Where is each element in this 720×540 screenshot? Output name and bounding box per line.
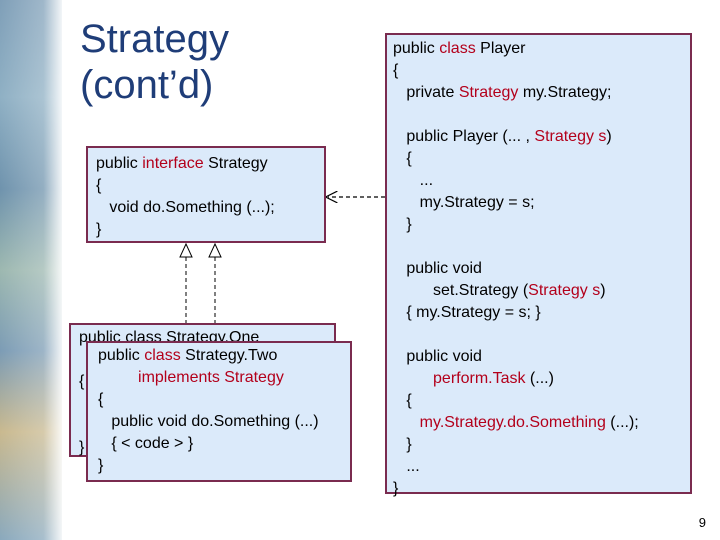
code-line: private Strategy my.Strategy; [393,84,612,101]
code-line: { [98,391,104,408]
title-line-1: Strategy [80,17,229,61]
code-line: ... [393,458,420,475]
code-line: my.Strategy = s; [393,194,535,211]
code-line: set.Strategy (Strategy s) [393,282,606,299]
strategy-interface-box: public interface Strategy { void do.Some… [86,146,326,243]
code-line: } [393,480,399,497]
code-line: { [79,373,85,390]
page-number: 9 [698,515,706,530]
code-line: my.Strategy.do.Something (...); [419,414,639,431]
title-line-2: (cont’d) [80,63,214,107]
slide-title: Strategy (cont’d) [80,16,340,108]
code-line: ... [393,172,434,189]
player-class-box: public class Player { private Strategy m… [385,33,692,497]
code-line: { [393,392,412,409]
code-line: } [98,457,104,474]
code-line [393,324,690,346]
code-line: public void [393,348,482,365]
code-line: implements Strategy [98,369,284,386]
decorative-sidebar [0,0,62,540]
code-line: public void do.Something (...) [98,413,319,430]
realization-arrowhead-two [208,242,222,258]
code-line: { [96,177,102,194]
code-line: } [79,439,85,456]
code-line [393,104,690,126]
code-line: { < code > } [98,435,194,452]
code-line: } [96,221,102,238]
code-line: public Player (... , Strategy s) [393,128,612,145]
code-line: public void [393,260,482,277]
realization-arrowhead-one [179,242,193,258]
code-line: { my.Strategy = s; } [393,304,541,321]
code-line: } [393,436,412,453]
code-line: public interface Strategy [96,155,268,172]
strategy-two-box: public class Strategy.Two implements Str… [86,341,352,482]
code-line: void do.Something (...); [96,199,275,216]
code-line [393,236,690,258]
code-line: public class Strategy.Two [98,347,278,364]
code-line: } [393,216,412,233]
code-line: { [393,150,412,167]
code-line: perform.Task (...) [433,370,554,387]
code-line: { [393,62,399,79]
code-line: public class Player [393,40,526,57]
